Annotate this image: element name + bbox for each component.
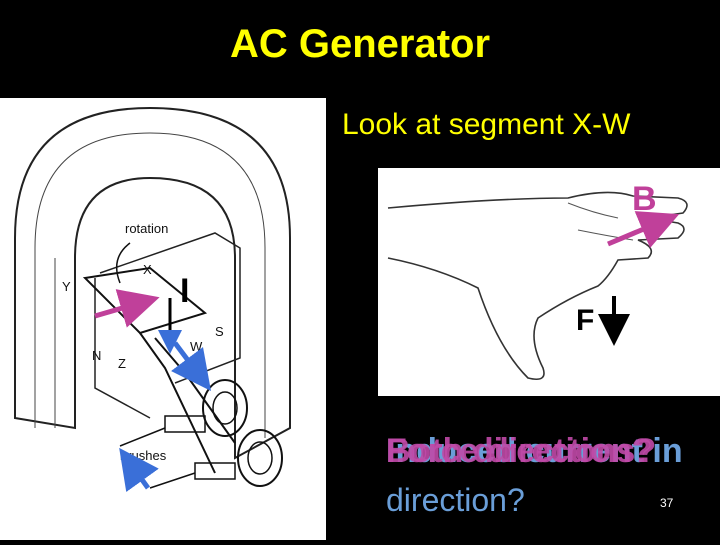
label-s: S bbox=[215, 324, 224, 339]
field-arrow bbox=[607, 211, 680, 249]
field-arrow-pink bbox=[94, 289, 160, 328]
question-overlay-1: Induced current in bbox=[386, 432, 683, 470]
rotation-arrow bbox=[115, 242, 131, 284]
brush-arrow-blue bbox=[119, 447, 159, 493]
slide-title: AC Generator bbox=[229, 22, 491, 66]
label-x: X bbox=[143, 262, 152, 277]
label-rotation: rotation bbox=[125, 221, 168, 236]
magnet-outline bbox=[14, 106, 291, 460]
current-label: I bbox=[180, 272, 189, 310]
slip-ring-2 bbox=[237, 429, 283, 487]
label-w: W bbox=[190, 339, 203, 354]
generator-diagram: rotation X Y S N W Z brushes I bbox=[14, 106, 291, 493]
label-y: Y bbox=[62, 279, 71, 294]
brush-2 bbox=[194, 462, 236, 480]
generator-diagram-panel: rotation X Y S N W Z brushes I bbox=[0, 98, 326, 540]
question-line-2: direction? bbox=[386, 482, 525, 518]
label-n: N bbox=[92, 348, 101, 363]
motion-arrow-blue bbox=[171, 341, 211, 391]
field-label: B bbox=[632, 180, 657, 218]
label-z: Z bbox=[118, 356, 126, 371]
hand-diagram-panel: B F bbox=[378, 168, 720, 396]
brush-1 bbox=[164, 415, 206, 433]
page-number: 37 bbox=[660, 496, 674, 510]
hand-outline bbox=[387, 191, 688, 381]
slide-subtitle: Look at segment X-W bbox=[342, 108, 631, 141]
slip-ring-1 bbox=[202, 379, 248, 437]
force-label: F bbox=[576, 304, 594, 337]
hand-diagram: B F bbox=[387, 180, 688, 381]
question-overlay-3: Both directions? bbox=[386, 432, 657, 470]
question-overlay-2: Force direction? bbox=[386, 432, 653, 470]
